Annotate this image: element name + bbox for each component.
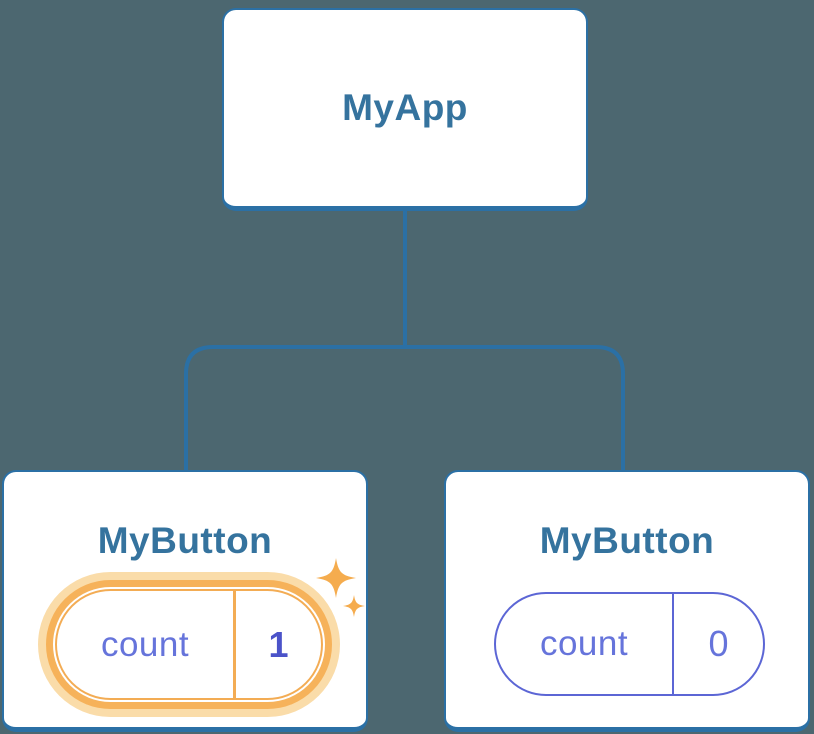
- state-divider: [672, 594, 674, 694]
- root-component-card: MyApp: [222, 8, 588, 211]
- component-name: MyApp: [342, 87, 468, 128]
- state-value: 0: [708, 623, 729, 664]
- child-component-card-highlighted: MyButton count 1: [2, 470, 368, 732]
- state-key: count: [539, 624, 629, 663]
- child-component-card: MyButton count 0: [444, 470, 810, 732]
- state-badge-highlighted: count 1: [55, 589, 323, 700]
- component-name: MyButton: [539, 520, 715, 561]
- state-badge: count 0: [494, 592, 765, 696]
- connector-branch-bracket: [184, 345, 625, 471]
- component-name: MyButton: [97, 520, 273, 561]
- state-key: count: [100, 624, 190, 664]
- state-divider: [233, 591, 236, 698]
- state-value: 1: [268, 623, 289, 665]
